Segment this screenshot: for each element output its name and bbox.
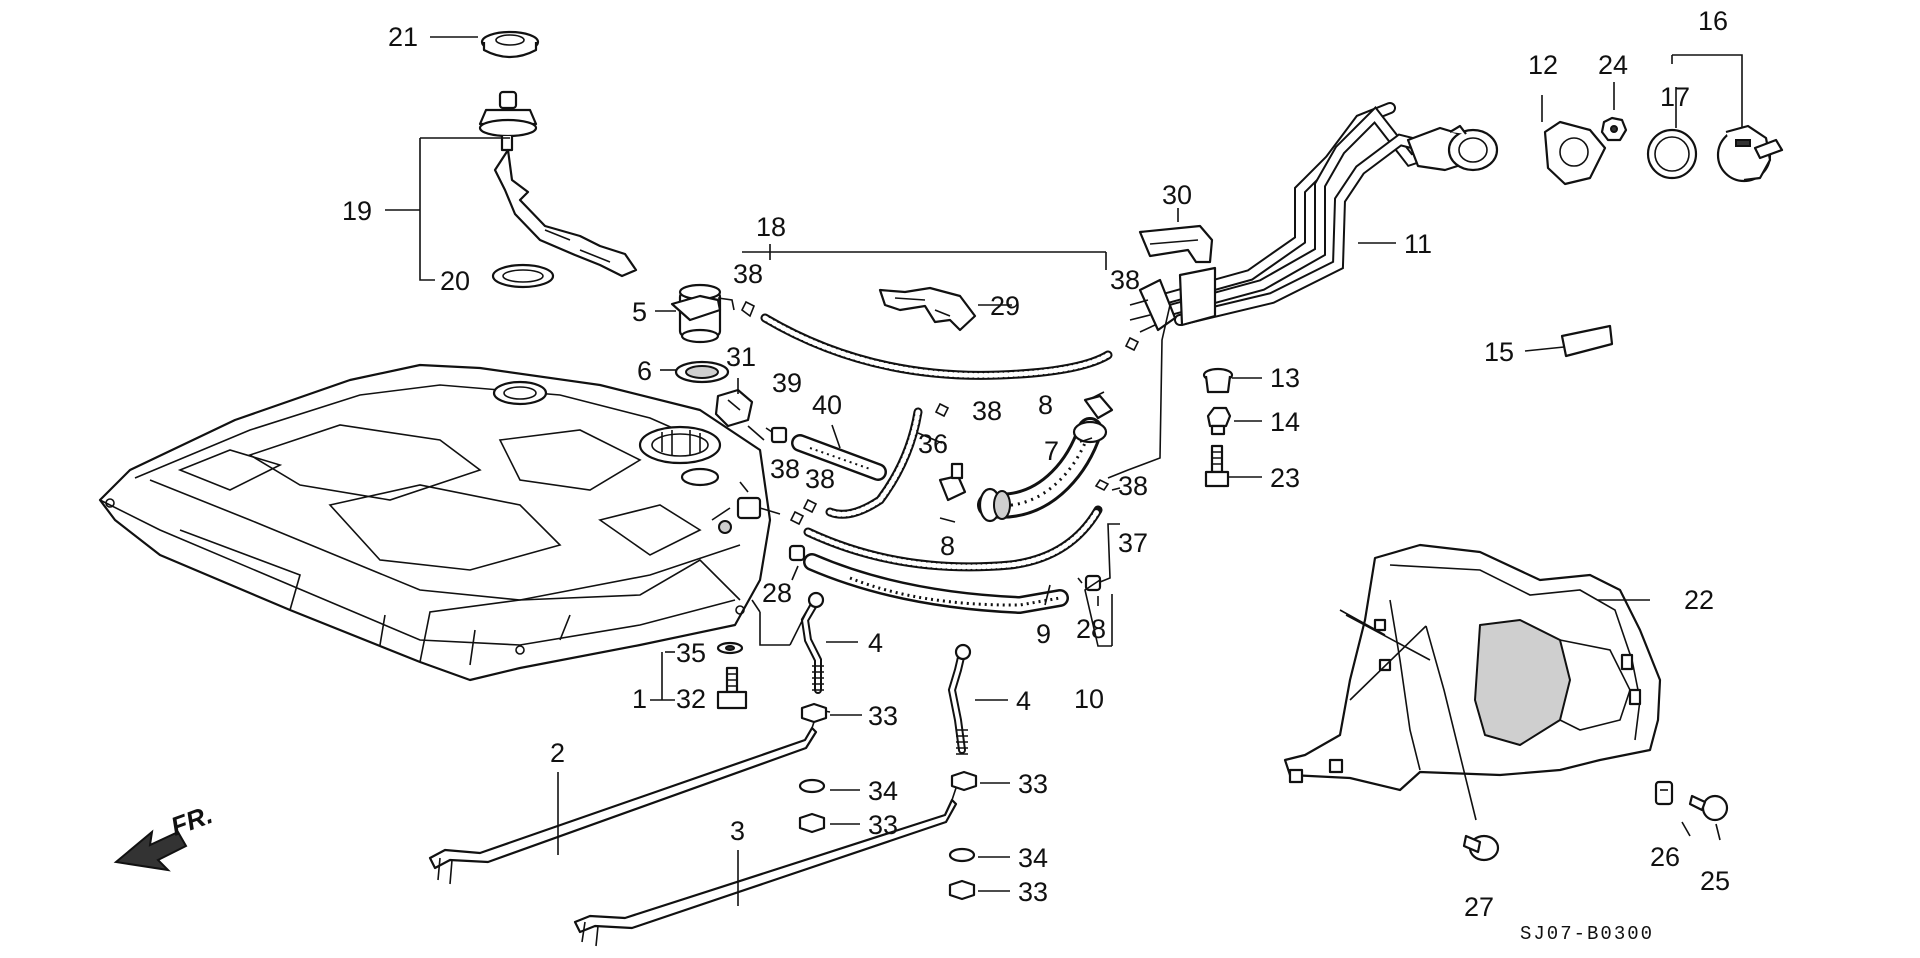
leader-lines [385, 36, 1743, 906]
filler-flange-12 [1543, 120, 1607, 186]
fuel-pipe-left [800, 591, 825, 694]
washer-35 [716, 641, 744, 655]
front-direction-label: FR. [167, 799, 217, 842]
diagram-code: SJ07-B0300 [1520, 923, 1654, 945]
hose-clamp-bracket [878, 286, 977, 332]
hose-clamps-38 [740, 300, 1140, 526]
callout-35: 35 [676, 638, 706, 668]
callout-20: 20 [440, 266, 470, 296]
hose-clamp-lower [938, 462, 967, 502]
bolt-27 [1462, 834, 1500, 862]
hose-40 [791, 434, 887, 481]
label-plate-15 [1560, 324, 1614, 358]
breather-hose [760, 313, 1113, 380]
pump-gasket [674, 360, 730, 384]
callout-33-d: 33 [1018, 877, 1048, 907]
bolt-23 [1204, 444, 1230, 488]
callout-21: 21 [388, 22, 418, 52]
callout-14: 14 [1270, 407, 1300, 437]
bracket-31 [714, 388, 754, 428]
front-direction-arrow: FR. [113, 799, 217, 872]
sender-lock-ring [480, 30, 540, 59]
callout-23: 23 [1270, 463, 1300, 493]
splash-shield [1283, 543, 1662, 792]
hose-37 [803, 505, 1103, 572]
callout-11: 11 [1404, 229, 1432, 259]
cap-gasket-17 [1646, 128, 1698, 180]
clip-26 [1654, 780, 1674, 806]
grommet-13 [1202, 367, 1234, 394]
callout-29: 29 [990, 291, 1020, 321]
callout-9: 9 [1036, 619, 1051, 649]
callout-38-upper-left: 38 [733, 259, 763, 289]
callout-10: 10 [1074, 684, 1104, 714]
callout-40: 40 [812, 390, 842, 420]
callout-38-lower-a: 38 [770, 454, 800, 484]
fuel-filler-hose [977, 417, 1108, 523]
fuel-tank-strap-right [573, 781, 973, 947]
callout-25: 25 [1700, 866, 1730, 896]
callout-33-a: 33 [868, 701, 898, 731]
hose-9 [803, 553, 1069, 615]
callout-34-a: 34 [868, 776, 898, 806]
callout-4-left: 4 [868, 628, 883, 658]
callout-15: 15 [1484, 337, 1514, 367]
callout-17: 17 [1660, 82, 1690, 112]
callout-7: 7 [1044, 436, 1059, 466]
callout-18: 18 [756, 212, 786, 242]
callout-33-c: 33 [1018, 769, 1048, 799]
callout-1: 1 [632, 684, 647, 714]
callout-3: 3 [730, 816, 745, 846]
callout-numbers: 21 19 20 5 6 18 38 38 29 30 11 12 24 17 … [342, 6, 1730, 922]
fuel-pump [670, 283, 735, 344]
fuel-filler-neck [1129, 102, 1499, 333]
bolt-32 [716, 666, 748, 710]
callout-5: 5 [632, 297, 647, 327]
grommet-14 [1206, 406, 1232, 436]
callout-19: 19 [342, 196, 372, 226]
fuel-tank-strap-left [428, 709, 831, 885]
callout-22: 22 [1684, 585, 1714, 615]
callout-27: 27 [1464, 892, 1494, 922]
callout-30: 30 [1162, 180, 1192, 210]
fuel-gauge-sending-unit [478, 90, 638, 278]
callout-16: 16 [1698, 6, 1728, 36]
callout-37: 37 [1118, 528, 1148, 558]
callout-38-right: 38 [1118, 471, 1148, 501]
fuel-tank [98, 363, 781, 682]
fuel-pipe-right [947, 643, 972, 755]
callout-34-b: 34 [1018, 843, 1048, 873]
callout-33-b: 33 [868, 810, 898, 840]
callout-38-upper-right: 38 [1110, 265, 1140, 295]
hose-clamp-upper [1083, 391, 1114, 420]
clip-39 [765, 426, 788, 444]
callout-31: 31 [726, 342, 756, 372]
sender-gasket [491, 263, 555, 289]
callout-38-lower-b: 38 [805, 464, 835, 494]
callout-28-right: 28 [1076, 614, 1106, 644]
callout-39: 39 [772, 368, 802, 398]
callout-36: 36 [918, 429, 948, 459]
callout-6: 6 [637, 356, 652, 386]
callout-4-right: 4 [1016, 686, 1031, 716]
callout-13: 13 [1270, 363, 1300, 393]
hose-36 [825, 407, 923, 519]
callout-38-mid: 38 [972, 396, 1002, 426]
callout-2: 2 [550, 738, 565, 768]
callout-24: 24 [1598, 50, 1628, 80]
callout-8-lower: 8 [940, 531, 955, 561]
filler-neck-bracket [1138, 224, 1214, 264]
nut-24 [1600, 116, 1628, 142]
callout-8-upper: 8 [1038, 390, 1053, 420]
callout-28-left: 28 [762, 578, 792, 608]
callout-12: 12 [1528, 50, 1558, 80]
fuel-filler-cap [1716, 124, 1784, 183]
callout-32: 32 [676, 684, 706, 714]
screw-25 [1688, 794, 1729, 822]
nuts-33-34 [798, 702, 978, 901]
callout-26: 26 [1650, 842, 1680, 872]
